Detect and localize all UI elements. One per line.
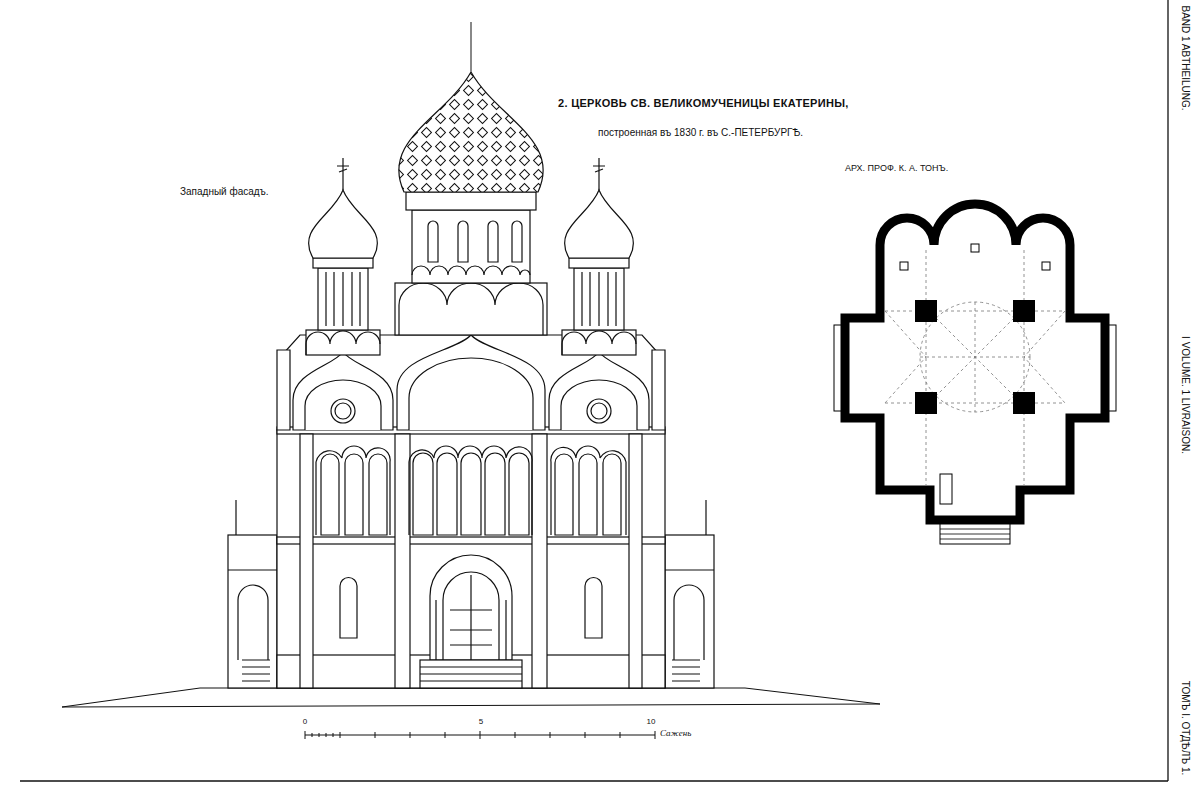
plan-wall: [845, 204, 1105, 520]
subtitle: построенная въ 1830 г. въ С.-ПЕТЕРБУРГѢ.: [598, 127, 803, 138]
pier: [915, 300, 937, 322]
medallion: [587, 399, 611, 423]
scale-number: 10: [647, 718, 656, 727]
tower-arches: [562, 331, 636, 355]
volume-note: I VOLUME. 1 LIVRAISON.: [1180, 336, 1191, 454]
sheet-frame: [20, 0, 1168, 781]
porch-finial: [705, 500, 706, 535]
window: [413, 453, 529, 535]
pilaster: [395, 434, 410, 688]
onion-dome: [565, 190, 634, 258]
medallion: [335, 403, 351, 419]
gable-arch: [409, 358, 533, 430]
gable-arch: [561, 380, 637, 430]
medallion: [331, 399, 355, 423]
ground-base: [62, 688, 880, 707]
drum-lines: [582, 272, 616, 326]
window: [321, 454, 387, 535]
gable: [293, 352, 393, 430]
vault-lines: [885, 250, 1065, 485]
cross: [337, 158, 349, 190]
entrance-steps: [420, 660, 522, 688]
pilaster: [300, 434, 313, 688]
window: [555, 454, 621, 535]
plan-stair: [940, 474, 952, 504]
west-facade: [228, 22, 714, 688]
pilaster: [532, 434, 547, 688]
pilaster: [629, 434, 642, 688]
pier: [915, 392, 937, 414]
porch-arch: [238, 585, 268, 660]
frame-line: [20, 780, 1168, 781]
vault-line: [885, 250, 1065, 485]
medallion: [591, 403, 607, 419]
porch-arch: [674, 585, 704, 660]
porch-cornice: [228, 569, 277, 570]
drum-base: [395, 283, 547, 335]
gable-arch: [305, 380, 381, 430]
scale-bar: [305, 731, 655, 739]
corner-block: [277, 350, 665, 430]
frame-line: [1167, 0, 1168, 781]
window-arcade: [316, 446, 626, 535]
plan-square: [900, 262, 908, 270]
tower-neck: [313, 258, 373, 268]
scale-ticks: [305, 731, 655, 739]
volume-note: ТОМЪ I. ОТДѢЛЪ 1.: [1180, 681, 1191, 776]
spire: [470, 22, 472, 72]
drum-lines: [326, 272, 360, 326]
scale-number: 0: [303, 718, 307, 727]
window: [340, 578, 357, 639]
drum-window: [428, 221, 522, 262]
step-lines: [940, 529, 1010, 539]
tower-base: [562, 330, 636, 355]
plinth: [277, 655, 665, 688]
floor-plan: [834, 204, 1116, 544]
plan-steps: [834, 325, 841, 411]
porch-finial: [235, 500, 236, 535]
plan-steps: [940, 524, 1010, 544]
architect-credit: АРХ. ПРОФ. К. А. ТОНЪ.: [845, 164, 948, 174]
plan-square: [971, 244, 979, 252]
volume-note: BAND 1 ABTHEILUNG.: [1180, 5, 1191, 110]
tower-arches: [306, 331, 380, 355]
plan-steps: [1109, 325, 1116, 411]
scale-number: 5: [479, 718, 483, 727]
drum: [412, 210, 530, 283]
window: [585, 578, 602, 639]
drum-arches: [399, 283, 543, 335]
dome-neck: [406, 192, 536, 210]
onion-dome: [399, 72, 543, 192]
porch-cornice: [665, 569, 714, 570]
plan-square: [1042, 262, 1050, 270]
onion-dome: [309, 190, 378, 258]
door-panels: [436, 575, 506, 660]
tower-drum: [318, 268, 368, 330]
step-lines: [420, 667, 522, 681]
scale-unit: Сажень: [660, 729, 691, 739]
cornice: [277, 537, 665, 544]
side-porch: [228, 535, 277, 688]
gable: [397, 335, 545, 430]
side-porch: [665, 535, 714, 688]
tower-drum: [574, 268, 624, 330]
sheet-title: 2. ЦЕРКОВЬ СВ. ВЕЛИКОМУЧЕНИЦЫ ЕКАТЕРИНЫ,: [558, 97, 849, 109]
view-label: Западный фасадъ.: [180, 186, 268, 197]
tower-base: [306, 330, 380, 355]
drum-arcading: [412, 266, 530, 275]
main-body: [277, 430, 665, 688]
tower-neck: [569, 258, 629, 268]
pier: [1013, 392, 1035, 414]
portal: [430, 555, 512, 660]
gable: [549, 352, 649, 430]
cross: [593, 158, 605, 190]
pier: [1013, 300, 1035, 322]
